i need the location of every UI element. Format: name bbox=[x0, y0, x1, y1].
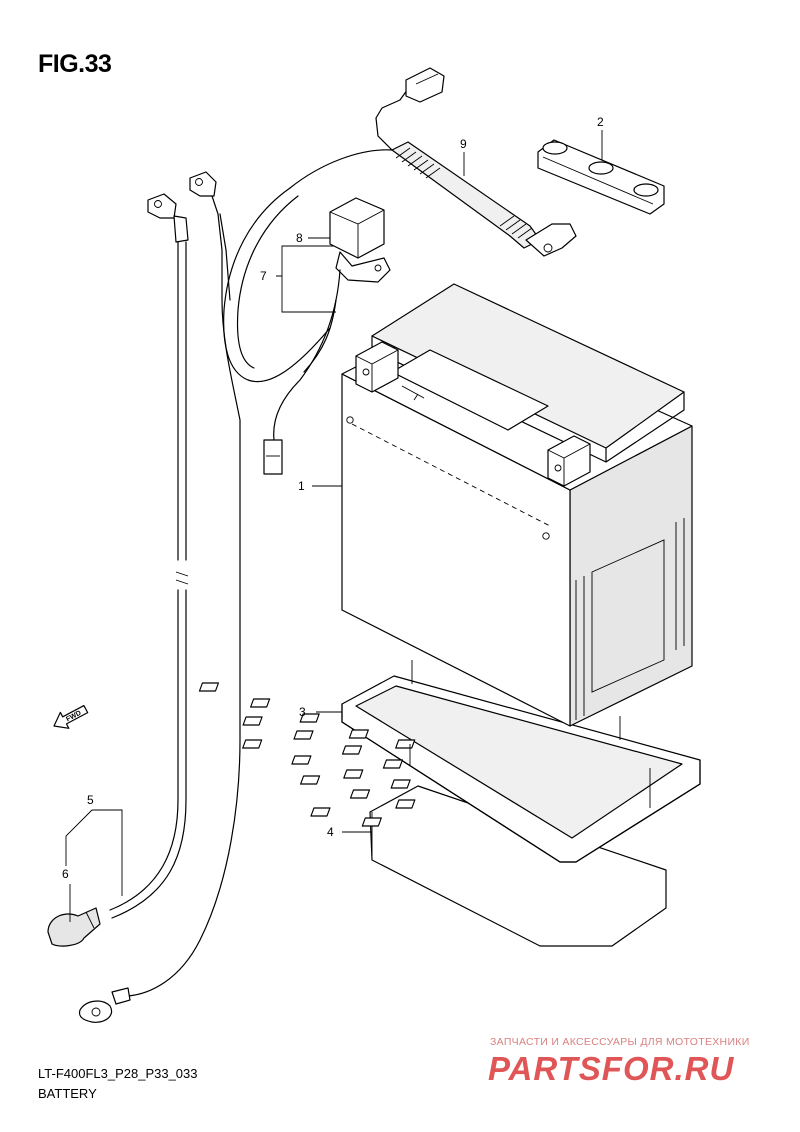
callout-2: 2 bbox=[597, 115, 604, 129]
callout-4: 4 bbox=[327, 825, 334, 839]
part-3-battery-tray[interactable] bbox=[198, 660, 701, 863]
part-7-relay-wire[interactable] bbox=[263, 269, 341, 475]
callout-5: 5 bbox=[87, 793, 94, 807]
tray-slots bbox=[198, 682, 416, 827]
battery-positive-cable[interactable] bbox=[78, 171, 241, 1023]
part-9-relay-lead[interactable] bbox=[289, 67, 577, 257]
part-6-terminal-cap[interactable] bbox=[47, 907, 101, 947]
main-harness-loop[interactable] bbox=[223, 187, 331, 383]
figure-title: FIG.33 bbox=[38, 50, 112, 78]
part-8-starter-relay[interactable] bbox=[329, 197, 391, 283]
part-2-terminal-cover[interactable] bbox=[537, 139, 665, 215]
watermark-tagline: ЗАПЧАСТИ И АКСЕССУАРЫ ДЛЯ МОТОТЕХНИКИ bbox=[490, 1036, 750, 1048]
watermark-brand: PARTSFOR.RU bbox=[488, 1050, 735, 1087]
leader-lines bbox=[65, 130, 603, 922]
part-5-negative-cable[interactable] bbox=[109, 193, 189, 919]
callout-1: 1 bbox=[298, 479, 305, 493]
forward-arrow-icon: FWD bbox=[53, 704, 89, 729]
callout-6: 6 bbox=[62, 867, 69, 881]
callout-numbers: 1 2 3 4 5 6 7 8 9 bbox=[62, 115, 604, 881]
callout-3: 3 bbox=[299, 705, 306, 719]
callout-8: 8 bbox=[296, 231, 303, 245]
figure-name: BATTERY bbox=[38, 1086, 97, 1101]
fwd-label: FWD bbox=[65, 710, 82, 724]
callout-7: 7 bbox=[260, 269, 267, 283]
part-1-battery[interactable] bbox=[341, 283, 693, 727]
callout-9: 9 bbox=[460, 137, 467, 151]
figure-code: LT-F400FL3_P28_P33_033 bbox=[38, 1066, 198, 1081]
